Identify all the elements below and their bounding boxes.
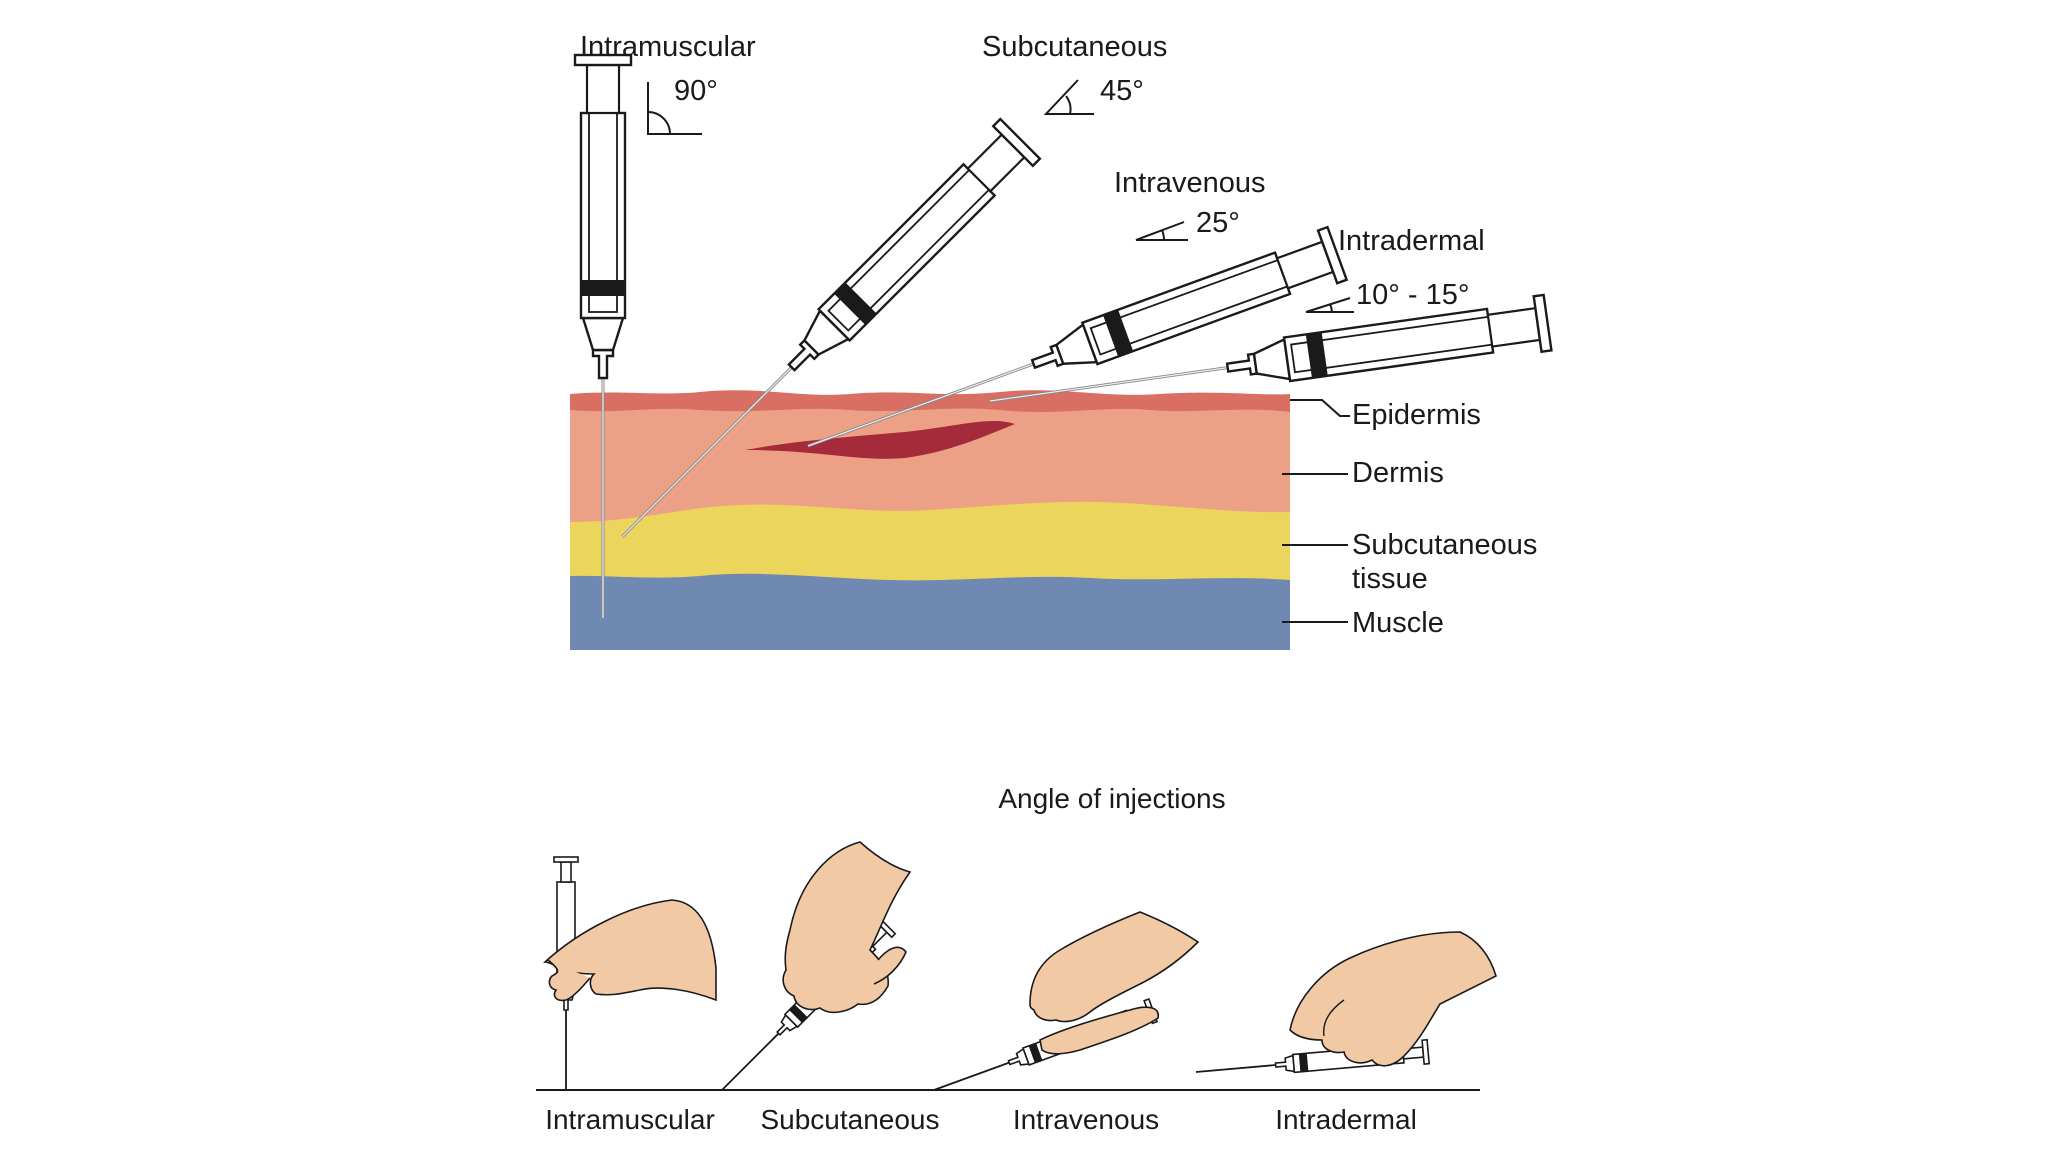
angle-icon-10-15 xyxy=(1305,297,1354,313)
angle-intradermal: 10° - 15° xyxy=(1356,279,1469,311)
label-intramuscular: Intramuscular xyxy=(580,31,756,63)
angle-icon-90 xyxy=(647,82,702,135)
hand-syringe-subcutaneous xyxy=(712,841,912,1100)
bottom-label-subcutaneous: Subcutaneous xyxy=(760,1104,939,1135)
angle-intramuscular: 90° xyxy=(674,75,718,107)
label-intradermal: Intradermal xyxy=(1338,225,1485,257)
bottom-title: Angle of injections xyxy=(998,783,1225,814)
angle-subcutaneous: 45° xyxy=(1100,75,1144,107)
hand-syringe-intravenous xyxy=(928,911,1200,1103)
hand-syringe-intradermal xyxy=(1194,931,1497,1085)
label-subcutaneous: Subcutaneous xyxy=(982,31,1167,63)
label-epidermis: Epidermis xyxy=(1352,399,1481,431)
label-dermis: Dermis xyxy=(1352,457,1444,489)
vein xyxy=(745,421,1015,459)
label-subcutaneous-tissue: Subcutaneous xyxy=(1352,529,1537,561)
bottom-label-intravenous: Intravenous xyxy=(1013,1104,1159,1135)
angle-icon-45 xyxy=(1043,79,1094,115)
layer-leader-lines xyxy=(1282,399,1350,623)
angle-icon-25 xyxy=(1135,221,1188,241)
dermis-layer xyxy=(570,398,1290,522)
angle-intravenous: 25° xyxy=(1196,207,1240,239)
bottom-label-intradermal: Intradermal xyxy=(1275,1104,1417,1135)
label-subcutaneous-tissue-line2: tissue xyxy=(1352,563,1428,595)
label-intravenous: Intravenous xyxy=(1114,167,1266,199)
bottom-label-intramuscular: Intramuscular xyxy=(545,1104,715,1135)
subcutaneous-layer xyxy=(570,499,1290,581)
label-muscle: Muscle xyxy=(1352,607,1444,639)
hand-syringe-intramuscular xyxy=(542,856,717,1091)
skin-cross-section xyxy=(570,390,1290,650)
